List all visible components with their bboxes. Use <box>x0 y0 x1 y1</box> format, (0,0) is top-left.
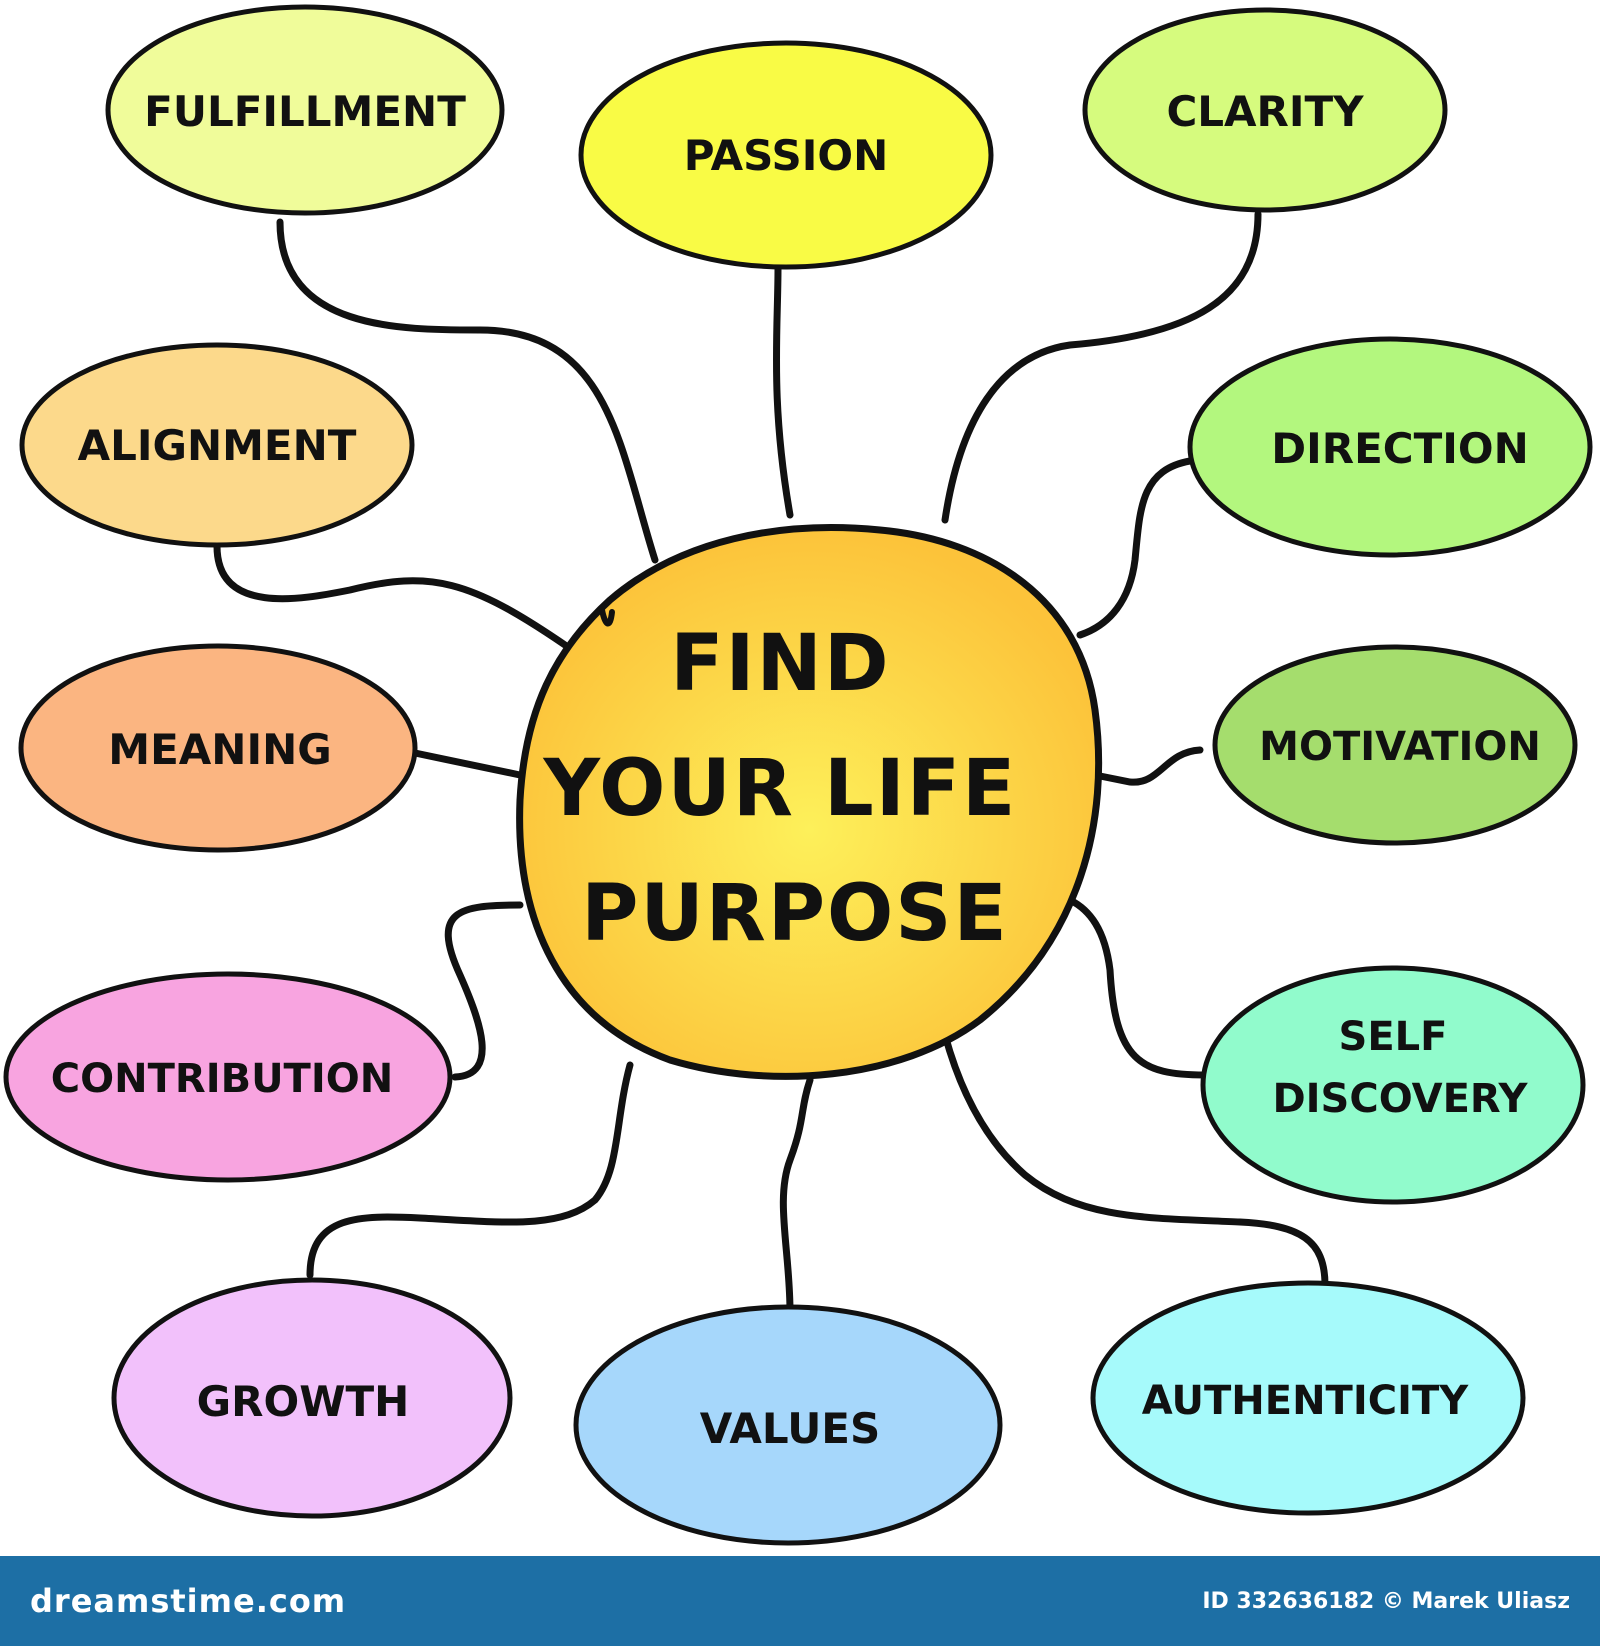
bubble-meaning <box>18 643 418 853</box>
node-self-discovery: SELF DISCOVERY <box>1200 965 1586 1205</box>
label-authenticity: AUTHENTICITY <box>1142 1378 1469 1424</box>
center-blob-stroke-tail <box>599 607 615 627</box>
connector-direction <box>1076 457 1194 639</box>
bubble-alignment <box>19 342 415 548</box>
center-node: FIND YOUR LIFE PURPOSE <box>516 524 1103 1080</box>
bubble-authenticity <box>1090 1280 1526 1516</box>
connector-passion <box>772 264 794 519</box>
node-contribution: CONTRIBUTION <box>3 971 453 1183</box>
label-contribution: CONTRIBUTION <box>51 1056 393 1102</box>
label-meaning: MEANING <box>108 725 331 774</box>
label-clarity: CLARITY <box>1166 87 1364 136</box>
label-fulfillment: FULFILLMENT <box>144 87 466 136</box>
bubble-fulfillment <box>105 4 505 216</box>
node-direction: DIRECTION <box>1187 336 1593 558</box>
label-growth: GROWTH <box>197 1377 410 1426</box>
watermark-footer: dreamstime.com ID 332636182 © Marek Ulia… <box>0 1556 1600 1646</box>
connector-fulfillment <box>276 218 659 564</box>
footer-site-name: dreamstime.com <box>30 1582 347 1620</box>
node-alignment: ALIGNMENT <box>19 342 415 548</box>
center-title: FIND YOUR LIFE PURPOSE <box>542 619 1046 959</box>
connector-alignment <box>213 542 569 649</box>
node-meaning: MEANING <box>18 643 418 853</box>
node-authenticity: AUTHENTICITY <box>1090 1280 1526 1516</box>
node-motivation: MOTIVATION <box>1212 644 1578 846</box>
label-alignment: ALIGNMENT <box>78 421 357 470</box>
bubble-self-discovery <box>1200 965 1586 1205</box>
node-fulfillment: FULFILLMENT <box>105 4 505 216</box>
bubble-passion <box>578 40 994 270</box>
bubble-contribution <box>3 971 453 1183</box>
center-line-2: YOUR LIFE <box>542 744 1017 834</box>
label-motivation: MOTIVATION <box>1259 724 1541 770</box>
node-passion: PASSION <box>578 40 994 270</box>
label-self-discovery: SELF DISCOVERY <box>1272 1014 1528 1122</box>
connector-growth <box>306 1061 634 1279</box>
bubble-clarity <box>1082 7 1448 213</box>
connectors <box>213 210 1329 1316</box>
footer-image-credit: ID 332636182 © Marek Uliasz <box>1202 1588 1570 1614</box>
connector-meaning <box>411 749 524 779</box>
label-passion: PASSION <box>684 131 889 180</box>
node-values: VALUES <box>573 1304 1003 1546</box>
connector-self-discovery <box>1066 896 1209 1079</box>
mind-map-diagram: FIND YOUR LIFE PURPOSE FULFILLMENT PASSI… <box>3 4 1593 1546</box>
connector-clarity <box>941 210 1262 524</box>
label-direction: DIRECTION <box>1271 424 1528 473</box>
connector-authenticity <box>941 1031 1329 1289</box>
node-clarity: CLARITY <box>1082 7 1448 213</box>
bubble-values <box>573 1304 1003 1546</box>
bubble-growth <box>111 1277 513 1519</box>
bubble-direction <box>1187 336 1593 558</box>
node-growth: GROWTH <box>111 1277 513 1519</box>
center-line-3: PURPOSE <box>581 869 1009 959</box>
center-blob <box>516 524 1103 1080</box>
center-line-1: FIND <box>670 619 890 709</box>
connector-values <box>779 1076 814 1316</box>
label-values: VALUES <box>700 1404 880 1453</box>
bubble-motivation <box>1212 644 1578 846</box>
connector-contribution <box>444 901 524 1081</box>
connector-motivation <box>1091 746 1204 786</box>
